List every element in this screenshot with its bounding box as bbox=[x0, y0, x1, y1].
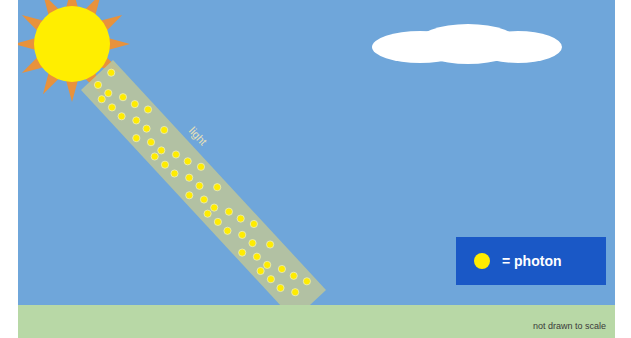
photon-dot bbox=[267, 276, 274, 283]
photon-dot bbox=[186, 192, 193, 199]
photon-dot bbox=[144, 106, 151, 113]
photon-dot bbox=[278, 265, 285, 272]
legend-holder: = photon bbox=[502, 253, 562, 269]
photon-dot bbox=[303, 278, 310, 285]
photon-dot bbox=[292, 289, 299, 296]
photon-dot bbox=[133, 135, 140, 142]
photon-dot bbox=[237, 215, 244, 222]
margin bbox=[615, 0, 631, 338]
margin bbox=[0, 0, 18, 338]
photon-dot bbox=[239, 231, 246, 238]
sun-disc bbox=[34, 6, 110, 82]
photon-dot bbox=[147, 139, 154, 146]
photon-dot bbox=[171, 170, 178, 177]
photon-dot bbox=[204, 210, 211, 217]
photon-dot bbox=[200, 196, 207, 203]
photon-dot bbox=[239, 249, 246, 256]
note-text: not drawn to scale bbox=[533, 321, 606, 331]
photon-dot bbox=[196, 182, 203, 189]
photon-dot bbox=[161, 161, 168, 168]
ground bbox=[18, 305, 615, 338]
photon-dot bbox=[253, 253, 260, 260]
photon-dot bbox=[267, 241, 274, 248]
legend-box bbox=[456, 237, 606, 285]
photon-dot bbox=[143, 125, 150, 132]
photon-dot bbox=[108, 69, 115, 76]
photon-dot bbox=[133, 117, 140, 124]
photon-dot bbox=[105, 90, 112, 97]
photon-dot bbox=[158, 147, 165, 154]
photon-dot bbox=[108, 104, 115, 111]
photon-dot bbox=[94, 81, 101, 88]
photon-dot bbox=[98, 96, 105, 103]
photon-dot bbox=[250, 220, 257, 227]
photon-dot bbox=[290, 272, 297, 279]
photon-dot bbox=[131, 101, 138, 108]
photon-dot bbox=[151, 153, 158, 160]
light-beam bbox=[81, 60, 326, 320]
cloud bbox=[372, 24, 562, 64]
photon-dot bbox=[224, 227, 231, 234]
legend-swatch bbox=[474, 253, 490, 269]
photon-dot bbox=[249, 240, 256, 247]
photon-dot bbox=[161, 126, 168, 133]
photon-dot bbox=[186, 174, 193, 181]
photon-dot bbox=[211, 204, 218, 211]
photon-dot bbox=[184, 158, 191, 165]
legend-text: = photon bbox=[502, 253, 562, 269]
photon-dot bbox=[118, 113, 125, 120]
photon-dot bbox=[214, 184, 221, 191]
photon-dot bbox=[257, 267, 264, 274]
photon-dot bbox=[264, 261, 271, 268]
photon-dot bbox=[197, 163, 204, 170]
photon-dot bbox=[277, 284, 284, 291]
note-holder: not drawn to scale bbox=[533, 321, 606, 331]
photon-dot bbox=[172, 151, 179, 158]
sky bbox=[18, 0, 615, 338]
photon-dot bbox=[225, 208, 232, 215]
photons bbox=[94, 69, 310, 296]
photon-dot bbox=[214, 218, 221, 225]
photon-dot bbox=[119, 94, 126, 101]
